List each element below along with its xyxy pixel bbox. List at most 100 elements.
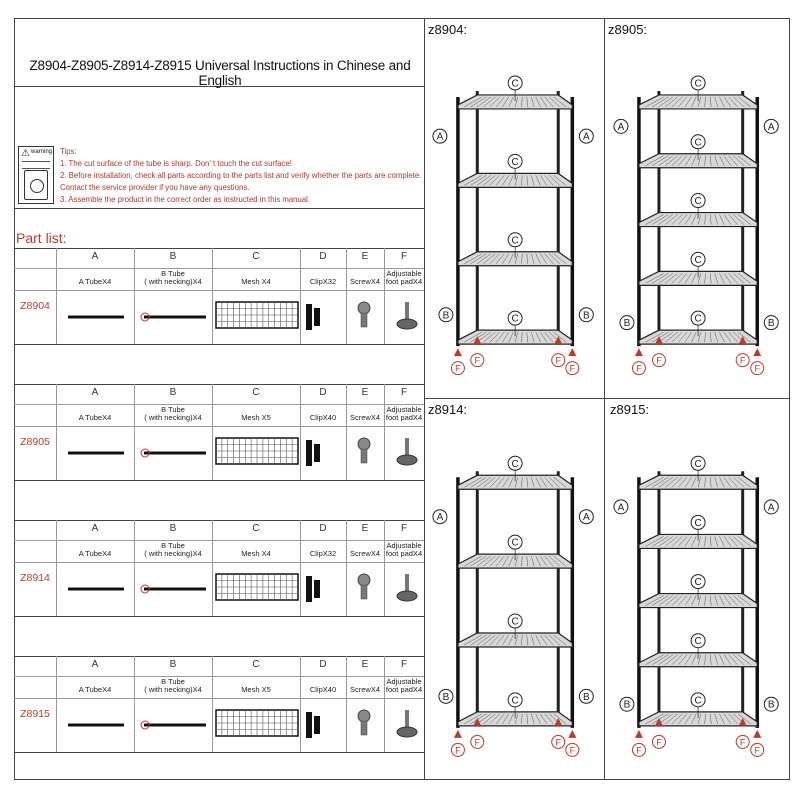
callout-a <box>578 509 594 525</box>
shelf-wire <box>678 477 688 488</box>
callout-b <box>438 688 454 704</box>
part-name: Mesh X5 <box>212 686 300 694</box>
shelf-wire <box>697 214 702 225</box>
shelf-wire <box>514 253 519 264</box>
shelf-wire <box>697 713 702 724</box>
model-label: Z8914 <box>20 572 50 584</box>
shelf-wire <box>544 96 554 108</box>
callout-f <box>551 353 566 368</box>
hand-cut-icon <box>24 170 48 200</box>
shelf-wire <box>719 536 725 547</box>
part-name-line: A TubeX4 <box>78 549 112 558</box>
wire-shelf <box>638 592 758 609</box>
shelf-wire <box>535 253 541 264</box>
shelf-wire <box>697 536 702 547</box>
table-column-rule <box>384 384 385 480</box>
part-images <box>68 437 418 466</box>
wire-shelf <box>638 211 758 228</box>
callout-c-text: C <box>512 538 519 549</box>
foot-pad-image <box>396 726 418 738</box>
shelf-wire <box>678 536 688 547</box>
part-name-line: Mesh X5 <box>241 413 271 422</box>
foot-pad-image <box>396 318 418 330</box>
shelf-wire <box>540 332 548 343</box>
shelf-wire <box>728 155 738 166</box>
callout-f <box>651 734 666 749</box>
column-letter: B <box>169 251 177 262</box>
shelf-wire <box>678 214 688 225</box>
table-column-rule <box>56 248 57 344</box>
foot-stem-image <box>405 438 409 456</box>
shelf-wire <box>709 96 712 107</box>
column-letter: C <box>252 387 260 398</box>
shelf-wire <box>723 595 732 606</box>
shelf-wire <box>714 155 719 166</box>
shelf-wire <box>514 332 519 343</box>
shelf-wire <box>728 477 738 488</box>
part-name-line: Adjustable <box>386 269 422 278</box>
shelf-wire <box>489 96 500 108</box>
shelf-wire <box>733 477 745 488</box>
table-rule <box>14 248 424 249</box>
shelf-wire <box>697 273 702 284</box>
callout-c-text: C <box>694 137 701 148</box>
shelf-wire <box>658 654 674 665</box>
shelf-wire <box>645 155 664 166</box>
shelf-wire <box>508 477 514 488</box>
shelf-wire <box>704 477 706 488</box>
callout-a <box>613 499 629 515</box>
part-name: Mesh X4 <box>212 550 300 558</box>
shelf-wire <box>658 273 674 284</box>
table-rule <box>14 404 424 405</box>
shelf-wire <box>514 634 519 646</box>
shelf-wire <box>535 477 541 488</box>
shelf-wire <box>691 214 697 225</box>
shelf-wire <box>535 332 541 343</box>
shelf-wire <box>544 555 554 567</box>
shelf-wire <box>665 654 678 665</box>
table-rule <box>14 676 424 677</box>
shelf-wire <box>531 477 535 488</box>
callout-c-text: C <box>512 695 519 706</box>
callout-c-text: C <box>694 255 701 266</box>
wire-shelf <box>638 533 758 550</box>
callout-f-text: F <box>636 745 642 755</box>
table-column-rule <box>56 656 57 752</box>
column-letter: D <box>319 251 327 262</box>
shelf-wire <box>665 155 678 166</box>
warning-triangle-icon: ⚠ <box>21 148 30 159</box>
callout-f <box>735 353 750 368</box>
shelf-wire <box>489 253 500 264</box>
callout-f <box>551 734 566 749</box>
part-name-line: foot padX4 <box>385 685 423 694</box>
table-column-rule <box>384 520 385 616</box>
shelf-wire <box>719 155 725 166</box>
clip-image <box>306 712 320 738</box>
shelf-wire <box>684 595 692 606</box>
column-letter: A <box>91 387 99 398</box>
shelf-wire <box>489 713 500 725</box>
shelf-wire <box>733 155 745 166</box>
shelf-wire <box>709 654 712 665</box>
shelf-wire <box>671 273 683 284</box>
shelf-wire <box>678 331 688 343</box>
wire-shelf <box>638 711 758 727</box>
shelf-wire <box>665 214 678 225</box>
callout-c-text: C <box>694 196 701 207</box>
table-column-rule <box>212 384 213 480</box>
callout-b <box>438 307 454 323</box>
shelf-wire <box>549 555 560 567</box>
table-column-rule <box>346 520 347 616</box>
foot-marker <box>634 729 643 738</box>
shelf-wire <box>658 155 674 166</box>
necking-marker <box>140 720 150 730</box>
shelf-wire <box>704 332 706 343</box>
shelf-wire <box>526 96 529 107</box>
shelf-wire <box>553 175 567 186</box>
shelf-wire <box>476 175 491 186</box>
shelf-wire <box>733 214 745 225</box>
shelf-wire <box>553 477 567 488</box>
wire-shelf <box>457 632 573 648</box>
shelf-wire <box>508 175 514 186</box>
